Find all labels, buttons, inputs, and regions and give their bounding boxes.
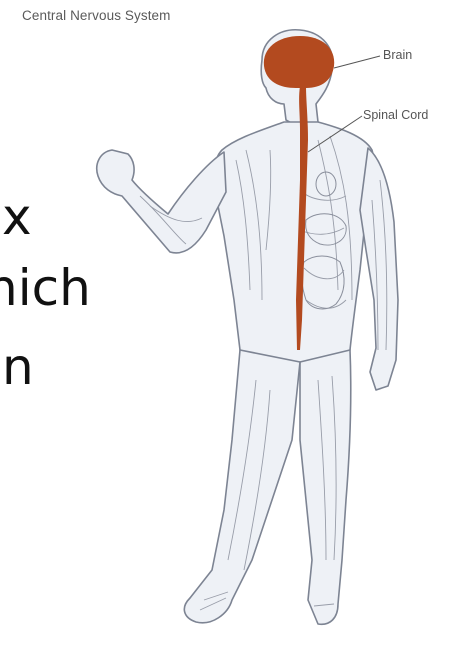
label-spinal-cord: Spinal Cord <box>363 108 428 122</box>
brain-shape <box>264 36 334 88</box>
label-brain: Brain <box>383 48 412 62</box>
body-outline <box>97 30 398 625</box>
